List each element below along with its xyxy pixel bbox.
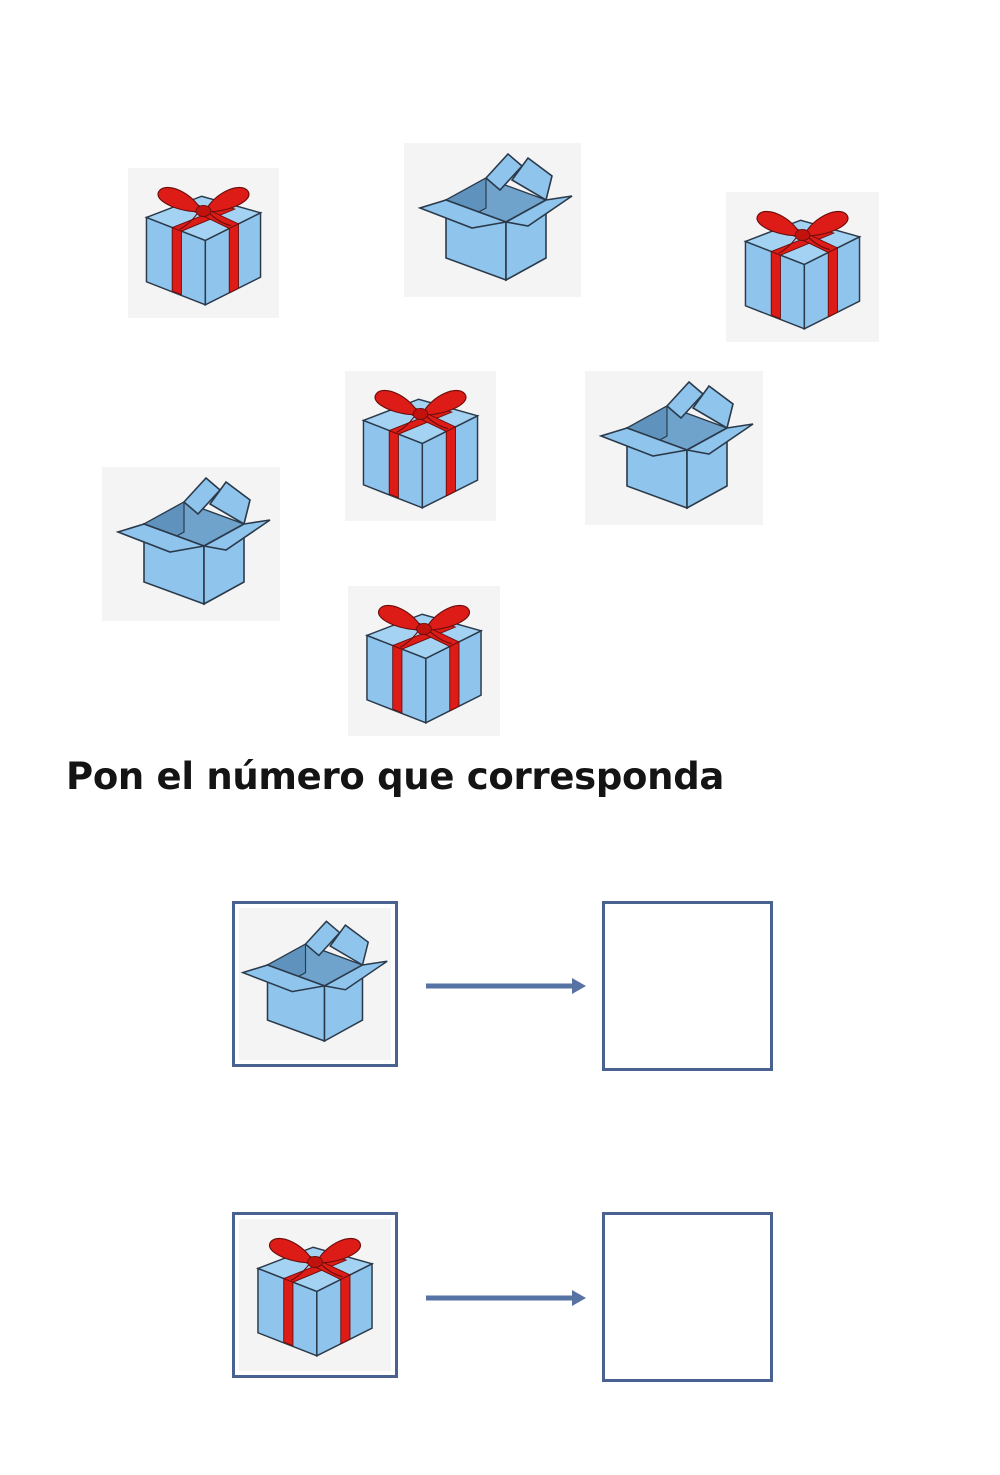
open-box-tile xyxy=(585,371,763,525)
instruction-heading: Pon el número que corresponda xyxy=(66,755,725,798)
open-box-icon xyxy=(416,149,576,291)
answer-box-wrapped-gift[interactable] xyxy=(602,1212,773,1382)
counting-row-open-box-picture xyxy=(232,901,398,1067)
wrapped-gift-icon xyxy=(356,594,492,732)
wrapped-gift-tile xyxy=(345,371,496,521)
open-box-icon xyxy=(114,473,274,615)
wrapped-gift-tile xyxy=(348,586,500,736)
arrow-icon xyxy=(426,1290,586,1306)
open-box-tile xyxy=(102,467,280,621)
arrow-icon xyxy=(426,978,586,994)
open-box-tile xyxy=(404,143,581,297)
wrapped-gift-tile xyxy=(726,192,879,342)
wrapped-gift-tile xyxy=(128,168,279,318)
wrapped-gift-icon xyxy=(247,1227,383,1365)
counting-row-wrapped-gift-picture xyxy=(232,1212,398,1378)
wrapped-gift-icon xyxy=(734,200,871,338)
answer-box-open-box[interactable] xyxy=(602,901,773,1071)
open-box-icon xyxy=(597,377,757,519)
wrapped-gift-icon xyxy=(353,379,488,517)
wrapped-gift-icon xyxy=(136,176,271,314)
open-box-icon xyxy=(239,914,391,1054)
